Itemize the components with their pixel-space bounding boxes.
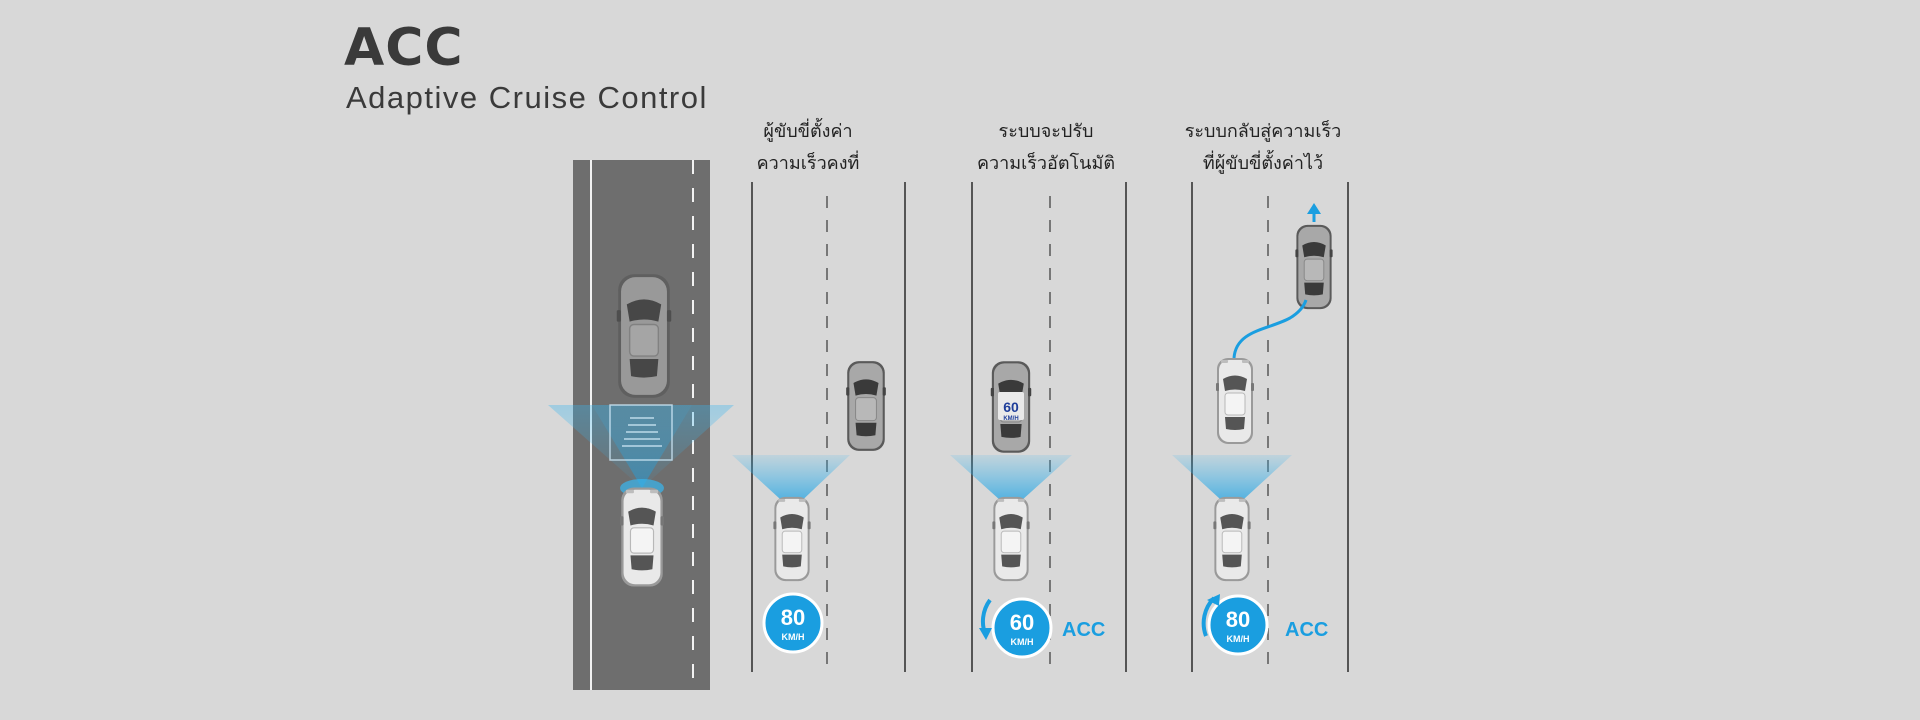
speed-unit: KM/H <box>1227 634 1250 644</box>
speed-unit: KM/H <box>782 632 805 642</box>
ego-car <box>1212 496 1252 582</box>
speed-badge: 80 KM/H <box>1207 594 1269 656</box>
caption-line: ระบบจะปรับ <box>998 121 1094 142</box>
ghost-car <box>1215 357 1255 445</box>
accelerate-arrowhead <box>1207 594 1220 606</box>
decelerate-arrowhead <box>979 628 992 640</box>
radar-waves <box>622 417 662 447</box>
scene-set-speed: 80 KM/H <box>732 182 906 672</box>
speed-value: 60 <box>1010 610 1034 635</box>
speed-unit: KM/H <box>1011 637 1034 647</box>
speed-value: 80 <box>1226 607 1250 632</box>
caption-line: ที่ผู้ขับขี่ตั้งค่าไว้ <box>1202 153 1324 174</box>
lead-speed-unit: KM/H <box>1003 416 1018 422</box>
scene-radar-road <box>548 160 734 690</box>
scene-auto-adjust: 60 KM/H 60 KM/H ACC <box>950 182 1127 672</box>
radar-beam <box>950 455 1072 510</box>
speed-badge: 60 KM/H <box>991 597 1053 659</box>
page-title: ACC <box>344 18 464 78</box>
lead-car <box>615 273 673 399</box>
caption-line: ผู้ขับขี่ตั้งค่า <box>763 121 853 142</box>
lead-speed-value: 60 <box>1003 399 1019 415</box>
caption-line: ระบบกลับสู่ความเร็ว <box>1184 121 1342 142</box>
lead-car <box>1294 224 1334 310</box>
caption-resume-speed: ระบบกลับสู่ความเร็ว ที่ผู้ขับขี่ตั้งค่าไ… <box>1113 116 1413 180</box>
speed-value: 80 <box>781 605 805 630</box>
radar-beam <box>1172 455 1292 510</box>
ego-car <box>619 486 665 588</box>
detection-box <box>609 404 673 461</box>
caption-line: ความเร็วคงที่ <box>756 153 860 174</box>
acc-tag: ACC <box>1062 619 1105 641</box>
ego-car <box>772 496 812 582</box>
scene-resume-speed: 80 KM/H ACC <box>1172 182 1349 672</box>
lead-car-arrowhead <box>1307 203 1321 214</box>
radar-beam <box>732 455 850 510</box>
ego-car <box>991 496 1031 582</box>
acc-tag: ACC <box>1285 619 1328 641</box>
lane-change-path <box>1232 299 1308 359</box>
caption-line: ความเร็วอัตโนมัติ <box>976 153 1116 174</box>
caption-auto-adjust: ระบบจะปรับ ความเร็วอัตโนมัติ <box>896 116 1196 180</box>
speed-badge: 80 KM/H <box>762 592 824 654</box>
caption-set-speed: ผู้ขับขี่ตั้งค่า ความเร็วคงที่ <box>658 116 958 180</box>
page-subtitle: Adaptive Cruise Control <box>346 80 708 115</box>
other-car <box>845 360 887 452</box>
lead-speed-plate <box>998 392 1024 420</box>
